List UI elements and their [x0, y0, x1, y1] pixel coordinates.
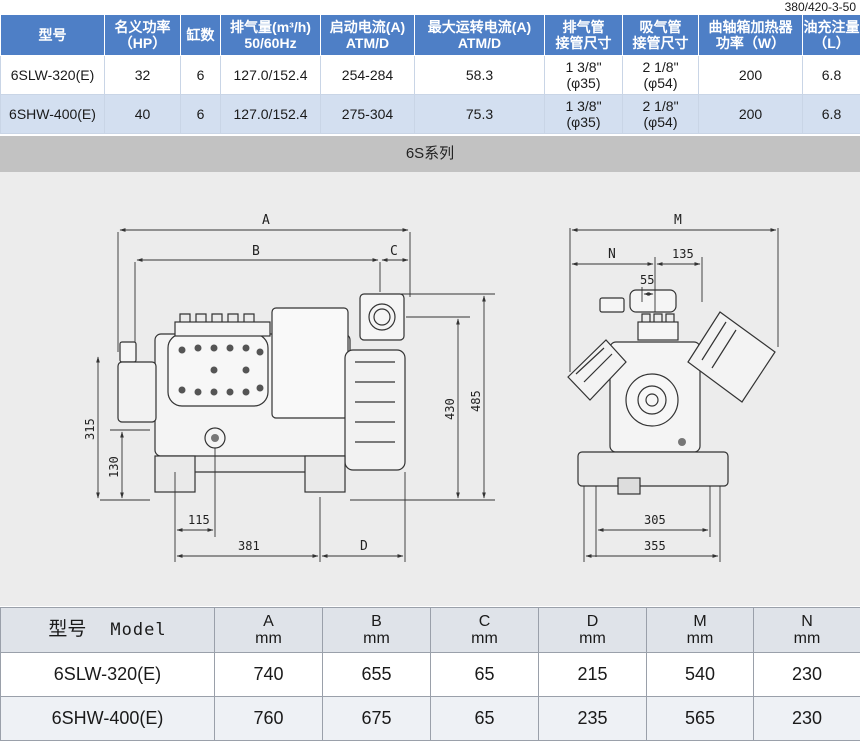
- dim-label-55: 55: [640, 273, 654, 287]
- dim-label-B: B: [252, 244, 260, 259]
- spec-header-displacement: 排气量(m³/h)50/60Hz: [221, 15, 321, 56]
- dim-cell: 760: [215, 697, 323, 741]
- dim-label-485: 485: [469, 390, 483, 412]
- dim-label-135: 135: [672, 247, 694, 261]
- spec-header-cylinders: 缸数: [181, 15, 221, 56]
- dim-cell: 675: [323, 697, 431, 741]
- dim-cell: 565: [647, 697, 754, 741]
- technical-drawing: A B C D 115 381 315 130 430 485: [0, 172, 860, 606]
- dim-label-381: 381: [238, 539, 260, 553]
- table-row: 6SLW-320(E) 32 6 127.0/152.4 254-284 58.…: [1, 56, 860, 95]
- spec-header-heater: 曲轴箱加热器功率（W）: [699, 15, 803, 56]
- spec-cell: 6.8: [803, 56, 860, 95]
- document-id: 380/420-3-50: [785, 0, 856, 14]
- dim-label-D: D: [360, 539, 368, 554]
- spec-cell: 1 3/8"(φ35): [545, 95, 623, 134]
- dim-label-315: 315: [83, 418, 97, 440]
- spec-header-power: 名义功率（HP）: [105, 15, 181, 56]
- spec-header-oil: 油充注量（L）: [803, 15, 860, 56]
- dim-cell: 65: [431, 697, 539, 741]
- spec-header-discharge-pipe: 排气管接管尺寸: [545, 15, 623, 56]
- spec-header-start-current: 启动电流(A)ATM/D: [321, 15, 415, 56]
- dim-cell: 230: [754, 653, 860, 697]
- dim-cell: 540: [647, 653, 754, 697]
- spec-header-suction-pipe: 吸气管接管尺寸: [623, 15, 699, 56]
- table-row: 6SLW-320(E) 740 655 65 215 540 230: [1, 653, 860, 697]
- side-view: [118, 294, 405, 492]
- spec-cell: 1 3/8"(φ35): [545, 56, 623, 95]
- spec-cell: 75.3: [415, 95, 545, 134]
- spec-table: 型号 名义功率（HP） 缸数 排气量(m³/h)50/60Hz 启动电流(A)A…: [0, 14, 860, 134]
- table-row: 6SHW-400(E) 40 6 127.0/152.4 275-304 75.…: [1, 95, 860, 134]
- spec-cell: 254-284: [321, 56, 415, 95]
- dim-cell: 235: [539, 697, 647, 741]
- table-row: 6SHW-400(E) 760 675 65 235 565 230: [1, 697, 860, 741]
- dim-label-305: 305: [644, 513, 666, 527]
- spec-cell: 200: [699, 95, 803, 134]
- dim-label-C: C: [390, 244, 398, 259]
- spec-cell: 6.8: [803, 95, 860, 134]
- dim-cell: 215: [539, 653, 647, 697]
- dim-cell: 65: [431, 653, 539, 697]
- spec-cell: 2 1/8"(φ54): [623, 95, 699, 134]
- dim-label-115: 115: [188, 513, 210, 527]
- spec-cell: 127.0/152.4: [221, 56, 321, 95]
- spec-cell: 32: [105, 56, 181, 95]
- spec-header-row: 型号 名义功率（HP） 缸数 排气量(m³/h)50/60Hz 启动电流(A)A…: [1, 15, 860, 56]
- dim-label-M: M: [674, 213, 682, 228]
- front-view: [568, 290, 775, 494]
- dim-cell: 655: [323, 653, 431, 697]
- spec-cell: 6SHW-400(E): [1, 95, 105, 134]
- dim-label-N: N: [608, 247, 616, 262]
- spec-cell: 2 1/8"(φ54): [623, 56, 699, 95]
- dim-cell: 230: [754, 697, 860, 741]
- spec-cell: 40: [105, 95, 181, 134]
- dim-model-cell: 6SLW-320(E): [1, 653, 215, 697]
- dim-model-cell: 6SHW-400(E): [1, 697, 215, 741]
- compressor-drawing-svg: A B C D 115 381 315 130 430 485: [0, 172, 860, 606]
- series-title: 6S系列: [0, 136, 860, 172]
- spec-cell: 127.0/152.4: [221, 95, 321, 134]
- dim-label-430: 430: [443, 398, 457, 420]
- dim-cell: 740: [215, 653, 323, 697]
- spec-cell: 6SLW-320(E): [1, 56, 105, 95]
- dim-label-130: 130: [107, 456, 121, 478]
- dim-label-A: A: [262, 213, 270, 228]
- spec-header-model: 型号: [1, 15, 105, 56]
- spec-cell: 58.3: [415, 56, 545, 95]
- spec-cell: 6: [181, 56, 221, 95]
- spec-cell: 6: [181, 95, 221, 134]
- spec-cell: 275-304: [321, 95, 415, 134]
- spec-header-max-current: 最大运转电流(A)ATM/D: [415, 15, 545, 56]
- dim-label-355: 355: [644, 539, 666, 553]
- spec-cell: 200: [699, 56, 803, 95]
